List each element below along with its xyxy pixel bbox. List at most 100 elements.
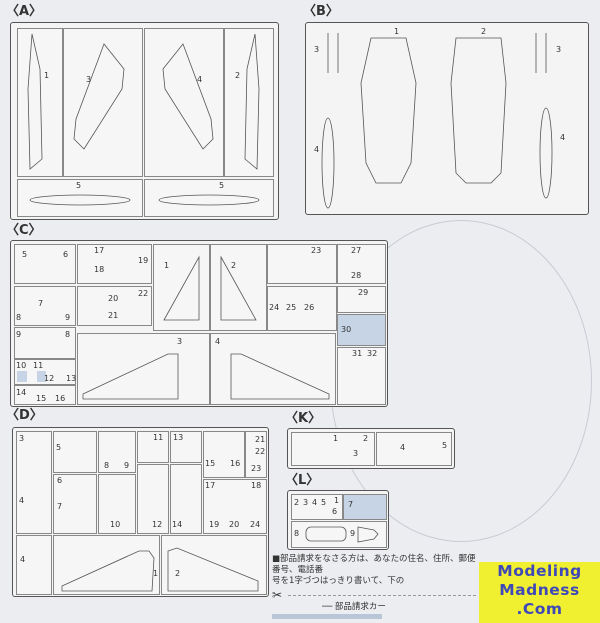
part-number: 4 [400, 443, 406, 452]
part-panel [170, 464, 202, 534]
part-number: 5 [321, 498, 327, 507]
part-number: 2 [235, 71, 241, 80]
part-panel [14, 244, 76, 284]
part-panel [210, 333, 336, 405]
part-panel: 5 [144, 179, 274, 217]
section-k: 1 2 3 4 5 [287, 428, 455, 469]
part-panel [16, 535, 52, 595]
logo-line: Madness [499, 581, 580, 599]
part-number: 18 [251, 481, 262, 490]
part-number: 24 [250, 520, 261, 529]
part-panel [170, 431, 202, 463]
part-number: 1 [153, 569, 159, 578]
part-number: 15 [205, 459, 216, 468]
part-panel [98, 474, 136, 534]
part-number: 16 [55, 394, 66, 403]
part-number: 13 [173, 433, 184, 442]
section-l-label: 〈L〉 [285, 473, 320, 488]
part-number: 15 [36, 394, 47, 403]
section-b: 1 2 3 3 4 4 [305, 22, 589, 215]
part-number: 8 [16, 313, 22, 322]
part-number: 3 [177, 337, 183, 346]
part-panel [53, 474, 97, 534]
part-number: 13 [66, 374, 77, 383]
section-c: 5 6 17 18 19 1 2 23 27 28 7 8 9 20 21 22… [10, 240, 388, 407]
part-panel [161, 535, 267, 595]
part-panel [53, 535, 160, 595]
part-number: 17 [94, 246, 105, 255]
part-panel: 5 [17, 179, 143, 217]
part-number: 4 [215, 337, 221, 346]
part-number: 29 [358, 288, 369, 297]
part-number: 4 [19, 496, 25, 505]
cut-line [288, 594, 476, 596]
part-panel: 1 [17, 28, 63, 177]
intake-drawing [73, 43, 125, 150]
section-k-label: 〈K〉 [285, 411, 322, 426]
part-number: 17 [205, 481, 216, 490]
fuel-tank-drawing [158, 194, 260, 206]
intake-drawing [162, 43, 214, 150]
part-panel [291, 521, 387, 548]
part-panel [137, 464, 169, 534]
part-number: 10 [16, 361, 27, 370]
section-c-label: 〈C〉 [6, 223, 42, 238]
part-number: 3 [86, 75, 92, 84]
part-number: 9 [350, 529, 356, 538]
part-panel [291, 432, 375, 466]
part-number: 4 [560, 133, 566, 142]
part-panel [337, 347, 386, 405]
part-number: 19 [138, 256, 149, 265]
part-number: 32 [367, 349, 378, 358]
part-number: 2 [294, 498, 300, 507]
parts-request-footer: ■部品請求をなさる方は、あなたの住名、住所、郵便番号、電話番 号を1字づつはっき… [272, 554, 476, 619]
section-d: 3 5 8 9 11 13 15 16 21 22 23 4 6 7 10 12… [12, 427, 269, 597]
fuselage-half-drawing [27, 33, 43, 170]
part-number: 9 [65, 313, 71, 322]
part-number: 14 [16, 388, 27, 397]
part-number: 22 [138, 289, 149, 298]
part-number: 28 [351, 271, 362, 280]
section-a-label: 〈A〉 [6, 4, 43, 19]
part-number: 7 [38, 299, 44, 308]
part-number: 12 [44, 374, 55, 383]
fuselage-parts-drawing [321, 33, 553, 209]
part-panel-highlighted [337, 314, 386, 346]
part-panel [267, 244, 337, 284]
part-panel [14, 286, 76, 326]
part-number: 5 [76, 181, 82, 190]
part-number: 16 [230, 459, 241, 468]
fuel-tank-drawing [29, 194, 131, 206]
part-number: 6 [332, 507, 338, 516]
part-number: 3 [19, 434, 25, 443]
part-number: 2 [175, 569, 181, 578]
parts-request-instructions: ■部品請求をなさる方は、あなたの住名、住所、郵便番号、電話番 [272, 554, 476, 575]
part-number: 3 [303, 498, 309, 507]
part-number: 5 [22, 250, 28, 259]
modeling-madness-logo: Modeling Madness .Com [479, 562, 600, 623]
part-panel [77, 286, 152, 326]
part-panel [376, 432, 452, 466]
part-number: 8 [294, 529, 300, 538]
part-panel [153, 244, 210, 331]
part-number: 1 [394, 27, 400, 36]
parts-request-instructions-2: 号を1字づつはっきり書いて、下の [272, 576, 405, 586]
part-panel [53, 431, 97, 473]
part-number: 8 [104, 461, 110, 470]
part-panel [14, 359, 76, 385]
part-panel [337, 286, 386, 313]
part-number: 1 [164, 261, 170, 270]
part-panel [210, 244, 267, 331]
part-number: 5 [56, 443, 62, 452]
part-number: 21 [108, 311, 119, 320]
part-number: 12 [152, 520, 163, 529]
part-panel [245, 431, 267, 478]
part-number: 9 [16, 330, 22, 339]
part-panel [14, 327, 76, 359]
part-number: 22 [255, 447, 266, 456]
part-panel [203, 431, 245, 478]
logo-line: .Com [516, 600, 563, 618]
part-number: 7 [57, 502, 63, 511]
section-a: 1 3 4 2 5 5 [10, 22, 279, 220]
part-number: 2 [481, 27, 487, 36]
